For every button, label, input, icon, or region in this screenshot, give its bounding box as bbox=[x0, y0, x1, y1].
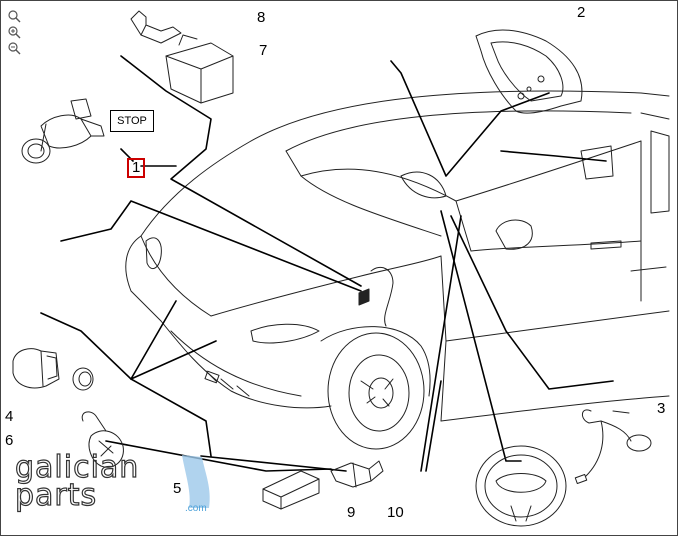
leader-lines bbox=[40, 55, 614, 472]
callout-4[interactable]: 4 bbox=[5, 408, 14, 425]
watermark-line2: parts bbox=[14, 478, 98, 513]
part-1-switch bbox=[21, 98, 105, 164]
part-4-sensor bbox=[12, 348, 60, 389]
part-6-grommet bbox=[72, 367, 94, 391]
callout-1[interactable]: 1 bbox=[127, 158, 146, 178]
callout-7[interactable]: 7 bbox=[259, 42, 268, 59]
callout-5[interactable]: 5 bbox=[173, 480, 182, 497]
part-2-gasket bbox=[475, 29, 583, 114]
callout-6[interactable]: 6 bbox=[5, 432, 14, 449]
callout-9[interactable]: 9 bbox=[347, 504, 356, 521]
part-5-lock bbox=[81, 411, 124, 468]
callout-2[interactable]: 2 bbox=[577, 4, 586, 21]
callout-3[interactable]: 3 bbox=[657, 400, 666, 417]
watermark-suffix: .com bbox=[185, 503, 207, 514]
watermark-logo: galician parts .com bbox=[7, 450, 217, 515]
callout-8[interactable]: 8 bbox=[257, 9, 266, 26]
stop-label: STOP bbox=[110, 110, 154, 132]
steering-wheel bbox=[475, 445, 567, 527]
watermark-shape bbox=[182, 455, 210, 508]
callout-10[interactable]: 10 bbox=[387, 504, 404, 521]
watermark-line1: galician bbox=[14, 450, 140, 485]
part-9-connector bbox=[262, 470, 320, 510]
zoom-in-icon[interactable] bbox=[7, 25, 21, 39]
car-body bbox=[125, 90, 670, 450]
part-10-terminal bbox=[330, 460, 384, 488]
part-3-cable bbox=[574, 409, 652, 485]
part-8-clip bbox=[130, 10, 182, 44]
magnify-icon[interactable] bbox=[7, 9, 21, 23]
zoom-out-icon[interactable] bbox=[7, 41, 21, 55]
zoom-toolbar bbox=[7, 9, 21, 55]
part-7-relay bbox=[165, 34, 234, 104]
